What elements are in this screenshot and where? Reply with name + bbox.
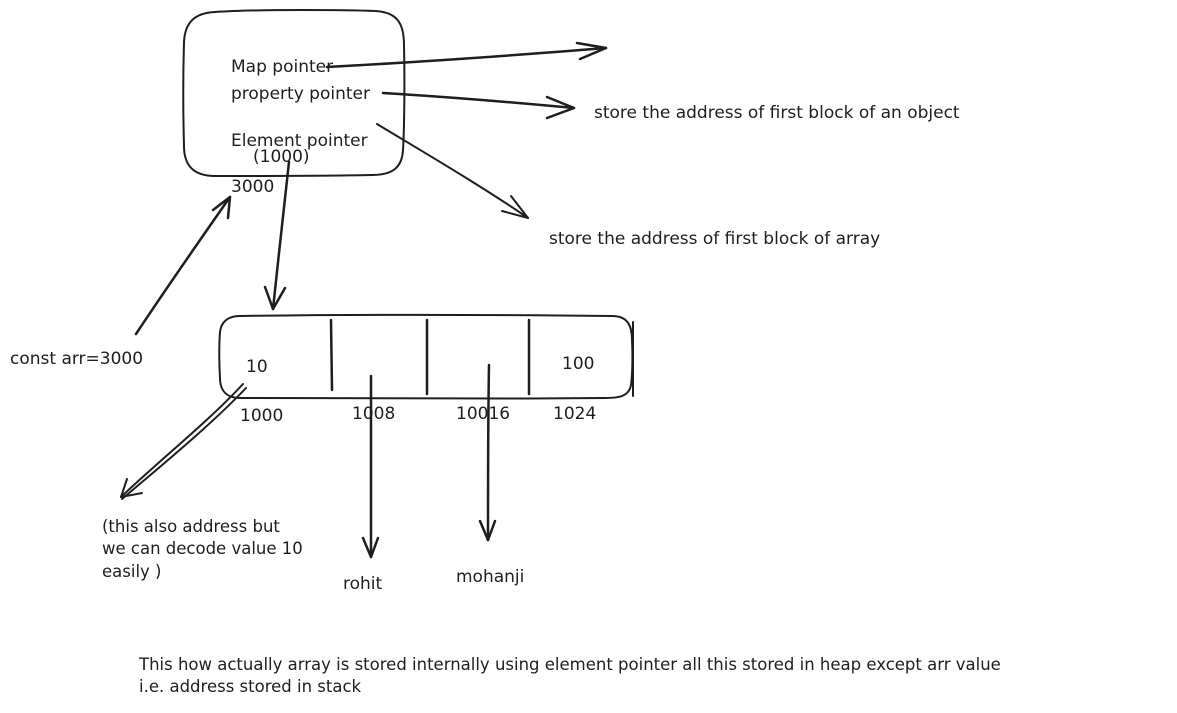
- object-address: 3000: [231, 177, 275, 197]
- map-pointer-arrow: [325, 41, 608, 69]
- side-note: (this also address but we can decode val…: [102, 516, 362, 583]
- array-address-4: 1024: [553, 404, 597, 424]
- element-pointer-note-arrow: [376, 123, 529, 219]
- element-pointer-value: (1000): [253, 147, 310, 167]
- array-address-1: 1000: [240, 406, 284, 426]
- cell1-to-note-arrow: [120, 383, 247, 500]
- object-box: [182, 9, 406, 177]
- array-cell-4-value: 100: [562, 354, 595, 374]
- array-address-2: 1008: [352, 404, 396, 424]
- array-note: store the address of first block of arra…: [549, 229, 881, 249]
- side-note-line-1: (this also address but: [102, 517, 280, 536]
- footer-line-2: i.e. address stored in stack: [139, 677, 362, 696]
- element-pointer-label: Element pointer: [231, 131, 368, 151]
- array-cell-1-value: 10: [246, 357, 268, 377]
- array-address-3: 10016: [456, 404, 511, 424]
- cell2-to-rohit-arrow: [361, 374, 380, 559]
- side-note-line-2: we can decode value 10: [102, 539, 303, 559]
- mohanji-label: mohanji: [456, 567, 525, 587]
- element-pointer-to-array-arrow: [263, 160, 291, 311]
- const-declaration: const arr=3000: [10, 349, 144, 369]
- map-pointer-label: Map pointer: [231, 57, 334, 77]
- object-note: store the address of first block of an o…: [594, 103, 960, 123]
- footer-line-1: This how actually array is stored intern…: [139, 655, 1001, 674]
- side-note-line-3: easily ): [102, 561, 162, 581]
- array-divider-1: [329, 318, 334, 392]
- property-pointer-label: property pointer: [231, 84, 370, 104]
- rohit-label: rohit: [343, 574, 383, 594]
- property-pointer-arrow: [381, 91, 576, 120]
- array-box: [218, 313, 634, 400]
- cell3-to-mohanji-arrow: [478, 363, 497, 542]
- const-to-address-arrow: [134, 195, 232, 336]
